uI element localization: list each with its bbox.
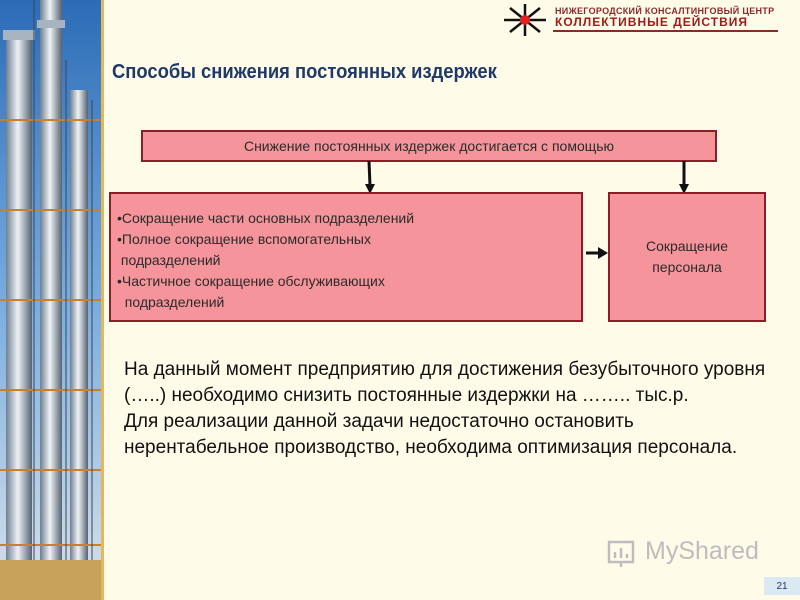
arrow-right (586, 247, 608, 259)
logo-underline (553, 30, 778, 32)
company-logo: НИЖЕГОРОДСКИЙ КОНСАЛТИНГОВЫЙ ЦЕНТР КОЛЛЕ… (498, 0, 780, 40)
result-text-line2: персонала (652, 259, 722, 275)
logo-emblem-icon (504, 4, 546, 36)
slide-number-text: 21 (776, 580, 788, 592)
result-text-line1: Сокращение (645, 238, 729, 254)
arrow-down-right (679, 161, 689, 194)
watermark-text: MyShared (645, 537, 759, 565)
chart-icon (607, 540, 635, 567)
body-text: На данный момент предприятию для достиже… (124, 357, 774, 461)
plant-illustration (0, 0, 101, 600)
measure-item: •Частичное сокращение обслуживающих (117, 273, 385, 289)
measure-item: подразделений (117, 294, 225, 310)
diagram-top-box: Снижение постоянных издержек достигается… (141, 130, 717, 162)
diagram-top-text: Снижение постоянных издержек достигается… (243, 138, 615, 154)
diagram-measures-box: •Сокращение части основных подразделений… (109, 192, 583, 322)
measure-item: подразделений (117, 252, 221, 268)
arrow-down-left (365, 160, 375, 194)
logo-subtitle: НИЖЕГОРОДСКИЙ КОНСАЛТИНГОВЫЙ ЦЕНТР (555, 6, 775, 16)
body-paragraph-2: Для реализации данной задачи недостаточн… (124, 411, 738, 458)
logo-name: КОЛЛЕКТИВНЫЕ ДЕЙСТВИЯ (555, 15, 748, 29)
body-paragraph-1: На данный момент предприятию для достиже… (124, 359, 766, 406)
measure-item: •Полное сокращение вспомогательных (117, 231, 371, 247)
measure-item: •Сокращение части основных подразделений (117, 210, 415, 226)
slide-number: 21 (764, 577, 800, 595)
diagram-result-box: Сокращение персонала (608, 192, 766, 322)
slide-title: Способы снижения постоянных издержек (112, 61, 497, 83)
side-divider (101, 0, 104, 600)
industrial-plant-image (0, 0, 101, 600)
